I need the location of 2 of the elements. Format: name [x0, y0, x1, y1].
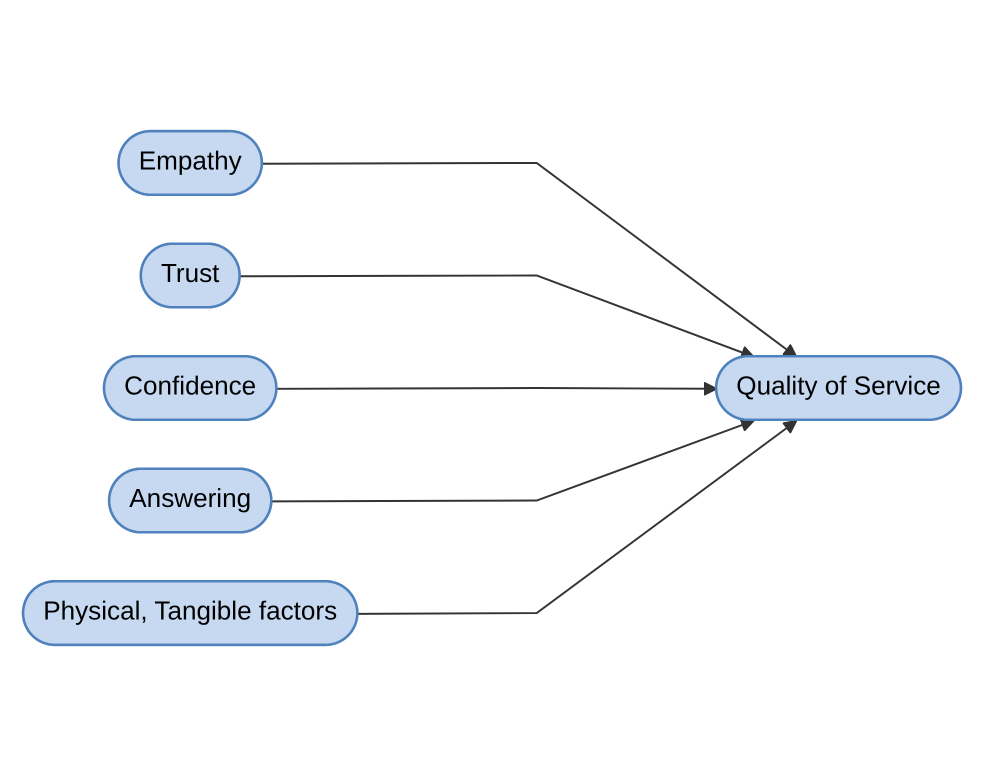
arrow [358, 420, 798, 615]
arrow [272, 418, 755, 502]
